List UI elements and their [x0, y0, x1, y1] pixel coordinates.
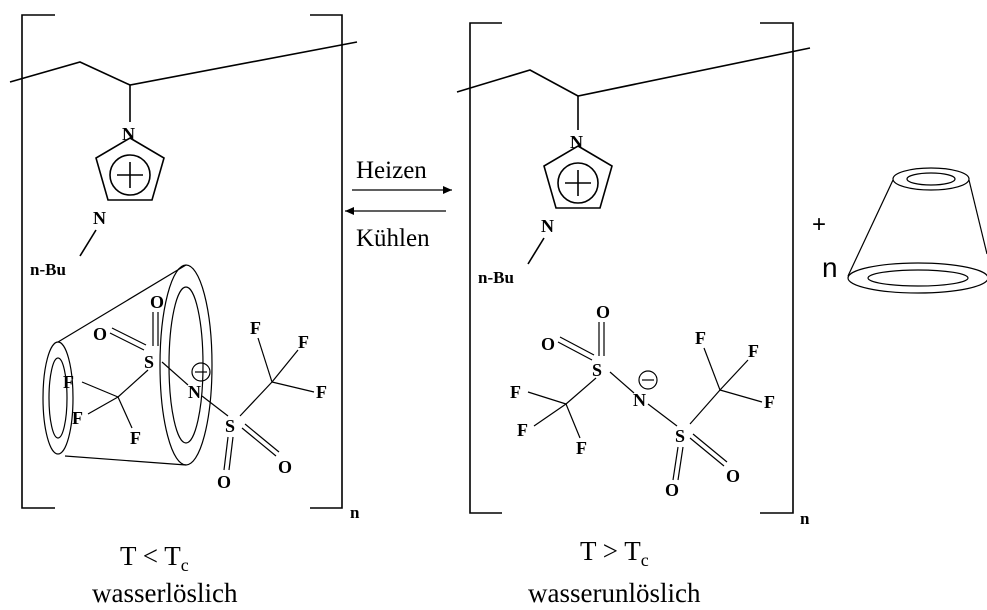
- left-anion: O O S N S O O F F F F F F: [63, 292, 327, 492]
- right-o2: O: [596, 302, 610, 322]
- left-o4: O: [278, 457, 292, 477]
- right-bracket-close: [760, 22, 794, 514]
- left-f4: F: [250, 318, 261, 338]
- right-solubility: wasserunlöslich: [528, 578, 701, 608]
- free-cyclodextrin-term: + n: [812, 167, 987, 294]
- left-f3: F: [130, 428, 141, 448]
- left-imidazolium-ring: [95, 137, 165, 201]
- left-o3: O: [217, 472, 231, 492]
- right-condition-main: T > T: [580, 536, 641, 566]
- left-f2: F: [72, 408, 83, 428]
- right-conditions: T > Tc wasserunlöslich: [528, 536, 701, 608]
- left-polymer-unit: n N N n-Bu O O S N S O: [9, 14, 360, 522]
- right-n-butyl: n-Bu: [478, 268, 514, 287]
- left-s2: S: [225, 416, 235, 436]
- left-bracket-open: [21, 14, 55, 509]
- right-anion: O O S N S O O F F F F F F: [510, 302, 775, 500]
- right-o4: O: [726, 466, 740, 486]
- plus-sign: +: [812, 211, 826, 238]
- right-positive-charge-circle: [557, 162, 599, 204]
- svg-text:T < Tc: T < Tc: [120, 541, 189, 575]
- left-repeat-subscript: n: [350, 503, 360, 522]
- left-n-butyl: n-Bu: [30, 260, 66, 279]
- left-conditions: T < Tc wasserlöslich: [92, 541, 238, 608]
- equilibrium-arrows: Heizen Kühlen: [345, 157, 452, 252]
- left-f5: F: [298, 332, 309, 352]
- right-ring-n-top: N: [570, 132, 583, 152]
- right-s1: S: [592, 360, 602, 380]
- right-f6: F: [764, 392, 775, 412]
- left-solubility: wasserlöslich: [92, 578, 238, 608]
- left-butyl-bond: [79, 229, 97, 257]
- left-backbone: [9, 41, 358, 86]
- right-f4: F: [695, 328, 706, 348]
- stoichiometric-n: n: [822, 252, 838, 283]
- right-ring-n-bottom: N: [541, 216, 554, 236]
- backward-label: Kühlen: [356, 225, 430, 252]
- left-s1: S: [144, 352, 154, 372]
- left-n-center: N: [188, 382, 201, 402]
- forward-label: Heizen: [356, 157, 427, 184]
- right-f3: F: [576, 438, 587, 458]
- left-positive-charge-circle: [109, 154, 151, 196]
- right-polymer-unit: n N N n-Bu O O S N S O O F F F F F F: [456, 22, 811, 528]
- forward-arrowhead: [443, 186, 452, 194]
- right-n-center: N: [633, 390, 646, 410]
- left-bracket-close: [310, 14, 343, 509]
- left-ring-n-bottom: N: [93, 208, 106, 228]
- right-f1: F: [510, 382, 521, 402]
- cyclodextrin-icon: [847, 167, 987, 294]
- left-condition-sub: c: [181, 555, 189, 575]
- left-ring-n-top: N: [122, 124, 135, 144]
- left-o2: O: [150, 292, 164, 312]
- left-cyclodextrin-cone: [42, 264, 213, 466]
- right-butyl-bond: [527, 237, 545, 265]
- right-bracket-open: [469, 22, 502, 514]
- svg-text:T > Tc: T > Tc: [580, 536, 649, 570]
- right-repeat-subscript: n: [800, 509, 810, 528]
- right-f5: F: [748, 341, 759, 361]
- right-f2: F: [517, 420, 528, 440]
- right-backbone: [456, 47, 811, 97]
- left-o1: O: [93, 324, 107, 344]
- right-imidazolium-ring: [543, 145, 613, 209]
- backward-arrowhead: [345, 207, 354, 215]
- left-condition-main: T < T: [120, 541, 181, 571]
- right-s2: S: [675, 426, 685, 446]
- left-f1: F: [63, 372, 74, 392]
- right-o3: O: [665, 480, 679, 500]
- right-condition-sub: c: [641, 550, 649, 570]
- right-o1: O: [541, 334, 555, 354]
- left-negative-charge-circle: [191, 362, 211, 382]
- right-negative-charge-circle: [638, 370, 658, 390]
- left-f6: F: [316, 382, 327, 402]
